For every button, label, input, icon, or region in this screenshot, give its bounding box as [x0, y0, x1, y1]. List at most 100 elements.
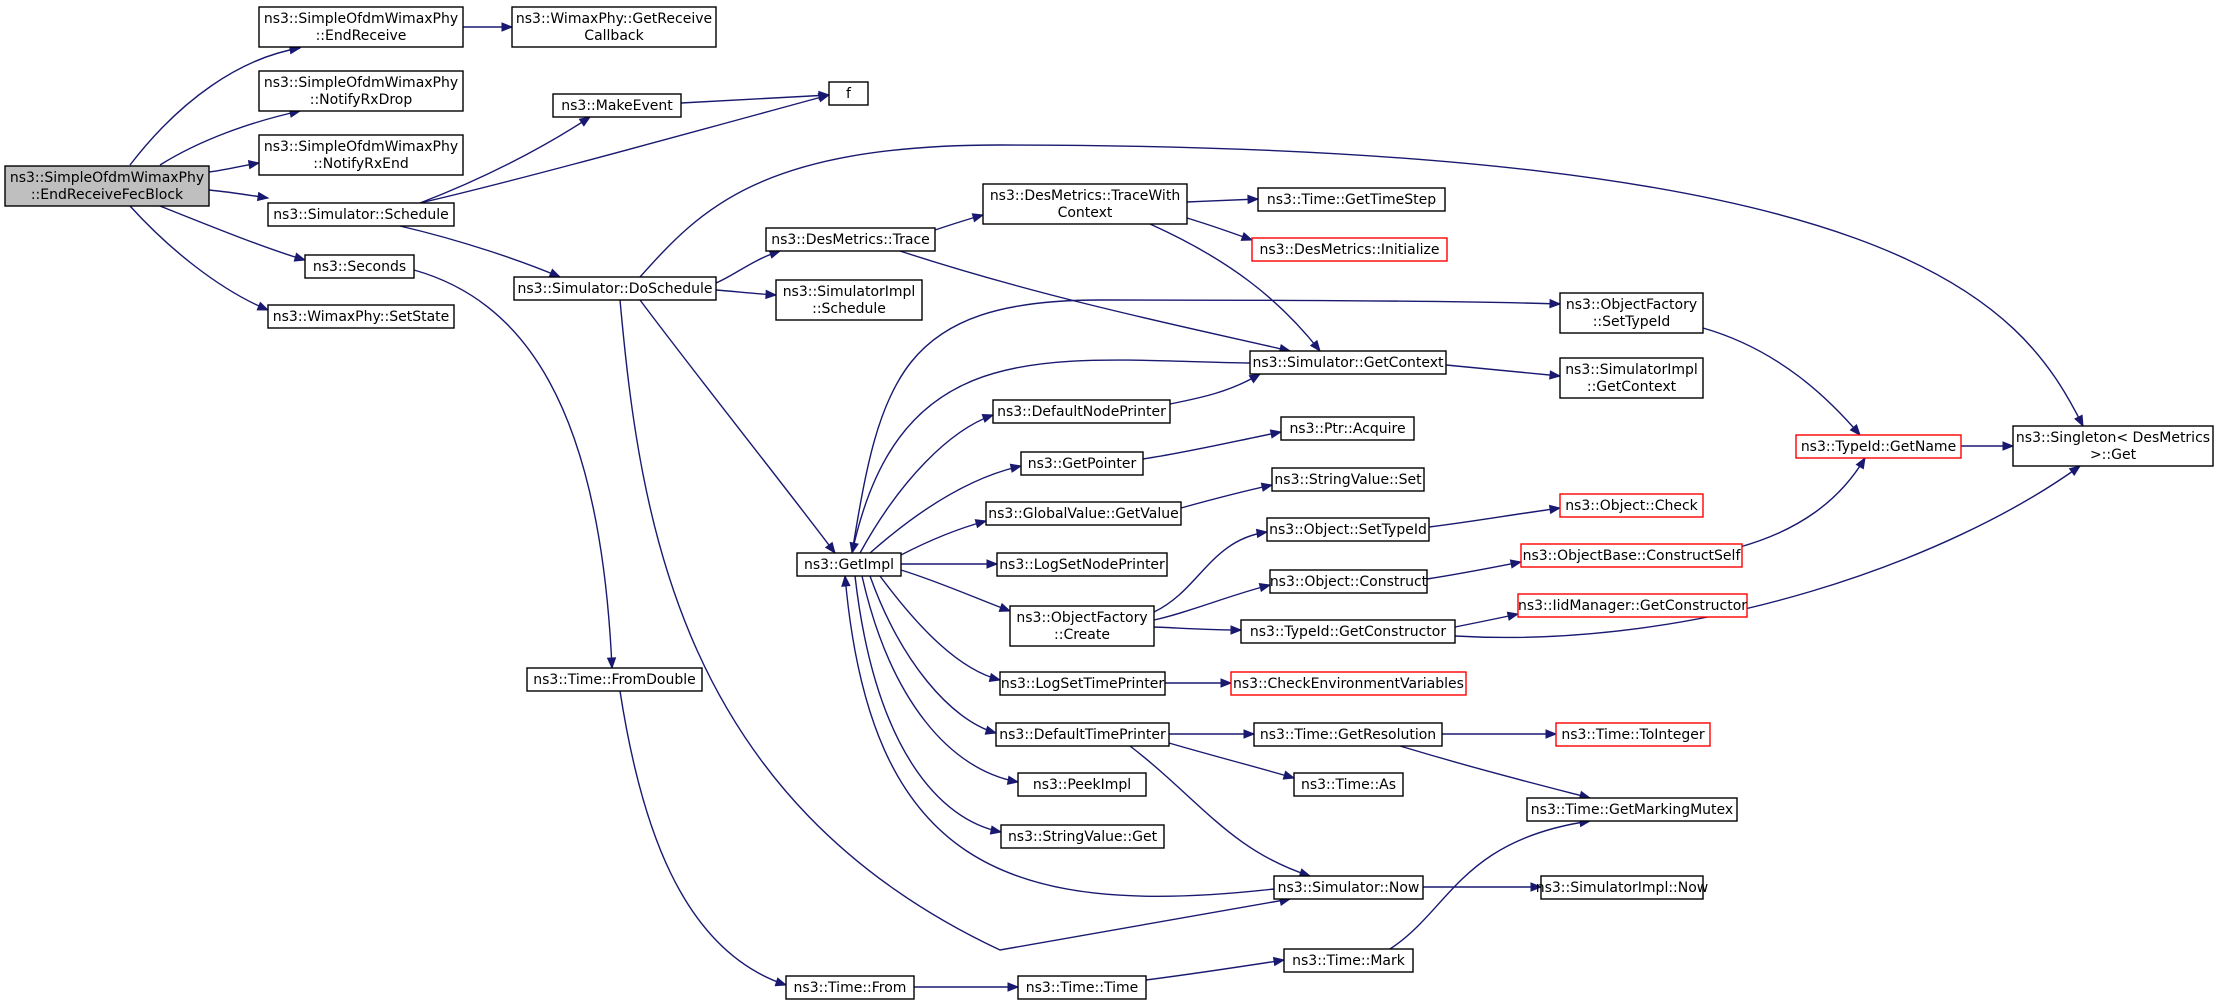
node-box[interactable] — [1271, 467, 1425, 492]
node-box[interactable] — [1517, 593, 1748, 618]
node-box[interactable] — [1283, 948, 1414, 973]
node-checkEnv[interactable]: ns3::CheckEnvironmentVariables — [1230, 671, 1467, 696]
node-box[interactable] — [1559, 357, 1704, 399]
node-getResolution[interactable]: ns3::Time::GetResolution — [1253, 722, 1443, 747]
node-tidGetName[interactable]: ns3::TypeId::GetName — [1795, 434, 1962, 459]
node-objSetTypeId[interactable]: ns3::Object::SetTypeId — [1266, 517, 1430, 542]
node-box[interactable] — [785, 975, 915, 1000]
node-getContext[interactable]: ns3::Simulator::GetContext — [1249, 350, 1447, 375]
node-endReceive[interactable]: ns3::SimpleOfdmWimaxPhy::EndReceive — [258, 6, 464, 48]
node-iidGetConstructor[interactable]: ns3::IidManager::GetConstructor — [1517, 593, 1748, 618]
node-box[interactable] — [513, 276, 717, 301]
node-box[interactable] — [267, 304, 455, 329]
node-box[interactable] — [1253, 722, 1443, 747]
node-notifyRxEnd[interactable]: ns3::SimpleOfdmWimaxPhy::NotifyRxEnd — [258, 134, 464, 176]
node-box[interactable] — [985, 501, 1182, 526]
node-box[interactable] — [511, 6, 717, 48]
node-timeTime[interactable]: ns3::Time::Time — [1017, 975, 1147, 1000]
node-box[interactable] — [1017, 772, 1147, 797]
node-root[interactable]: ns3::SimpleOfdmWimaxPhy::EndReceiveFecBl… — [4, 165, 210, 207]
node-box[interactable] — [258, 134, 464, 176]
node-box[interactable] — [1249, 350, 1447, 375]
node-getPointer[interactable]: ns3::GetPointer — [1020, 451, 1144, 476]
node-box[interactable] — [267, 202, 455, 227]
node-implSchedule[interactable]: ns3::SimulatorImpl::Schedule — [775, 279, 923, 321]
node-box[interactable] — [1795, 434, 1962, 459]
node-timeFrom[interactable]: ns3::Time::From — [785, 975, 915, 1000]
node-timeMark[interactable]: ns3::Time::Mark — [1283, 948, 1414, 973]
node-timeAs[interactable]: ns3::Time::As — [1293, 772, 1404, 797]
node-box[interactable] — [1559, 292, 1704, 334]
node-logSetNodePrinter[interactable]: ns3::LogSetNodePrinter — [996, 552, 1168, 577]
node-notifyRxDrop[interactable]: ns3::SimpleOfdmWimaxPhy::NotifyRxDrop — [258, 70, 464, 112]
node-box[interactable] — [1520, 543, 1743, 568]
node-makeEvent[interactable]: ns3::MakeEvent — [552, 93, 682, 118]
node-box[interactable] — [1230, 671, 1467, 696]
node-box[interactable] — [1555, 722, 1711, 747]
node-getMarkingMutex[interactable]: ns3::Time::GetMarkingMutex — [1526, 797, 1738, 822]
node-tidGetConstructor[interactable]: ns3::TypeId::GetConstructor — [1240, 619, 1456, 644]
node-box[interactable] — [1526, 797, 1738, 822]
node-doSchedule[interactable]: ns3::Simulator::DoSchedule — [513, 276, 717, 301]
node-box[interactable] — [828, 81, 869, 106]
node-box[interactable] — [2012, 425, 2214, 467]
node-fromDouble[interactable]: ns3::Time::FromDouble — [526, 667, 703, 692]
node-logSetTimePrinter[interactable]: ns3::LogSetTimePrinter — [999, 671, 1166, 696]
node-ptrAcquire[interactable]: ns3::Ptr::Acquire — [1280, 416, 1415, 441]
node-objConstruct[interactable]: ns3::Object::Construct — [1269, 569, 1428, 594]
node-box[interactable] — [1017, 975, 1147, 1000]
node-f[interactable]: f — [828, 81, 869, 106]
node-box[interactable] — [552, 93, 682, 118]
node-box[interactable] — [304, 254, 415, 279]
node-box[interactable] — [526, 667, 703, 692]
node-defaultNodePrinter[interactable]: ns3::DefaultNodePrinter — [992, 399, 1171, 424]
node-ofCreate[interactable]: ns3::ObjectFactory::Create — [1009, 605, 1155, 647]
node-box[interactable] — [1251, 237, 1448, 262]
node-box[interactable] — [996, 552, 1168, 577]
node-box[interactable] — [1009, 605, 1155, 647]
node-setState[interactable]: ns3::WimaxPhy::SetState — [267, 304, 455, 329]
node-toInteger[interactable]: ns3::Time::ToInteger — [1555, 722, 1711, 747]
node-box[interactable] — [1020, 451, 1144, 476]
node-box[interactable] — [1293, 772, 1404, 797]
node-svSet[interactable]: ns3::StringValue::Set — [1271, 467, 1425, 492]
node-box[interactable] — [1540, 875, 1704, 900]
node-box[interactable] — [4, 165, 210, 207]
node-constructSelf[interactable]: ns3::ObjectBase::ConstructSelf — [1520, 543, 1743, 568]
node-box[interactable] — [1266, 517, 1430, 542]
node-box[interactable] — [1280, 416, 1415, 441]
node-box[interactable] — [1000, 824, 1165, 849]
node-defaultTimePrinter[interactable]: ns3::DefaultTimePrinter — [995, 722, 1170, 747]
node-box[interactable] — [258, 6, 464, 48]
node-box[interactable] — [1257, 187, 1446, 212]
node-peekImpl[interactable]: ns3::PeekImpl — [1017, 772, 1147, 797]
node-box[interactable] — [258, 70, 464, 112]
node-getImpl[interactable]: ns3::GetImpl — [796, 552, 902, 577]
node-box[interactable] — [992, 399, 1171, 424]
node-implNow[interactable]: ns3::SimulatorImpl::Now — [1536, 875, 1709, 900]
node-singletonGet[interactable]: ns3::Singleton< DesMetrics >::Get — [2012, 425, 2214, 467]
node-box[interactable] — [1269, 569, 1428, 594]
node-desInit[interactable]: ns3::DesMetrics::Initialize — [1251, 237, 1448, 262]
node-objCheck[interactable]: ns3::Object::Check — [1559, 493, 1704, 518]
node-getTimeStep[interactable]: ns3::Time::GetTimeStep — [1257, 187, 1446, 212]
node-seconds[interactable]: ns3::Seconds — [304, 254, 415, 279]
node-box[interactable] — [1273, 875, 1424, 900]
node-box[interactable] — [765, 227, 936, 252]
node-svGet[interactable]: ns3::StringValue::Get — [1000, 824, 1165, 849]
node-simNow[interactable]: ns3::Simulator::Now — [1273, 875, 1424, 900]
node-implGetContext[interactable]: ns3::SimulatorImpl::GetContext — [1559, 357, 1704, 399]
node-box[interactable] — [982, 183, 1188, 225]
node-schedule[interactable]: ns3::Simulator::Schedule — [267, 202, 455, 227]
node-box[interactable] — [999, 671, 1166, 696]
node-box[interactable] — [995, 722, 1170, 747]
node-desTrace[interactable]: ns3::DesMetrics::Trace — [765, 227, 936, 252]
node-box[interactable] — [1240, 619, 1456, 644]
node-ofSetTypeId[interactable]: ns3::ObjectFactory::SetTypeId — [1559, 292, 1704, 334]
node-gvGetValue[interactable]: ns3::GlobalValue::GetValue — [985, 501, 1182, 526]
node-box[interactable] — [796, 552, 902, 577]
node-box[interactable] — [775, 279, 923, 321]
node-box[interactable] — [1559, 493, 1704, 518]
